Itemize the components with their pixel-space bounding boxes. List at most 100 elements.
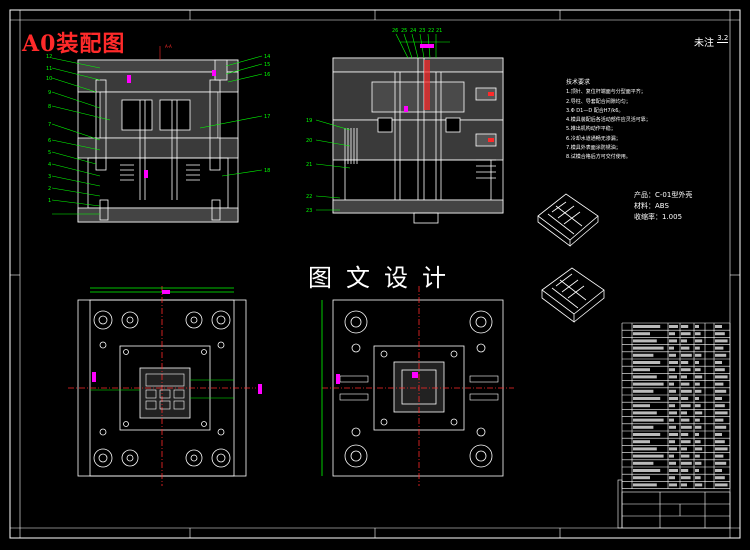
bom-cell-text — [695, 332, 701, 336]
bom-cell-text — [695, 440, 701, 444]
roughness-label: 未注 — [694, 38, 714, 49]
bom-cell-text — [681, 447, 687, 451]
bom-cell-text — [681, 411, 687, 415]
bom-cell-text — [669, 346, 674, 350]
bom-cell-text — [695, 397, 699, 400]
bom-cell-text — [633, 440, 650, 444]
bom-cell-text — [633, 382, 664, 386]
svg-text:8: 8 — [48, 104, 51, 110]
title-block — [621, 491, 731, 529]
bom-cell-text — [715, 476, 725, 480]
svg-text:7: 7 — [48, 122, 51, 128]
surface-roughness-note: 未注 3.2 — [694, 34, 729, 49]
bom-cell-text — [715, 411, 728, 415]
bom-cell-text — [633, 404, 650, 408]
bom-cell-text — [633, 483, 657, 487]
bom-cell-text — [633, 447, 657, 451]
bom-cell-text — [669, 332, 675, 336]
watermark-text: 图文设计 — [308, 264, 460, 292]
bom-cell-text — [695, 461, 702, 465]
bom-cell-text — [681, 469, 689, 472]
svg-text:6: 6 — [48, 138, 51, 144]
bom-cell-text — [669, 440, 675, 444]
bom-cell-text — [715, 325, 722, 328]
bom-cell-text — [681, 346, 690, 350]
bom-cell-text — [715, 346, 724, 350]
svg-text:21: 21 — [436, 28, 442, 34]
bom-cell-text — [681, 418, 690, 422]
svg-text:14: 14 — [264, 54, 270, 60]
svg-text:19: 19 — [306, 118, 312, 124]
svg-text:A-A: A-A — [165, 44, 172, 49]
bom-cell-text — [715, 454, 724, 458]
bom-cell-text — [681, 440, 691, 444]
svg-text:24: 24 — [410, 28, 416, 34]
bom-cell-text — [695, 361, 699, 364]
product-name: 产品：C-01型外壳 — [634, 191, 693, 199]
bom-cell-text — [715, 353, 727, 357]
bom-table — [621, 322, 731, 489]
bom-cell-text — [669, 469, 678, 472]
bom-cell-text — [715, 397, 722, 400]
bom-cell-text — [633, 433, 661, 436]
bom-cell-text — [695, 325, 699, 328]
svg-text:15: 15 — [264, 62, 270, 68]
bom-cell-text — [681, 461, 692, 465]
product-material: 材料：ABS — [634, 202, 669, 210]
bom-cell-text — [669, 382, 674, 386]
bom-cell-text — [633, 325, 661, 328]
bom-cell-text — [633, 375, 657, 379]
bom-cell-text — [633, 389, 654, 393]
notes-line: 4.模具装配后各活动部件应灵活可靠； — [566, 117, 651, 124]
svg-text:17: 17 — [264, 114, 270, 120]
product-isometric-1 — [537, 193, 599, 247]
svg-text:9: 9 — [48, 90, 51, 96]
bom-cell-text — [695, 368, 701, 372]
roughness-value: 3.2 — [717, 34, 729, 43]
bom-cell-text — [715, 425, 727, 429]
bom-cell-text — [681, 353, 692, 357]
bom-cell-text — [669, 461, 676, 465]
notes-heading: 技术要求 — [566, 79, 591, 86]
bom-cell-text — [695, 411, 703, 415]
bom-cell-text — [669, 368, 675, 372]
bom-cell-text — [633, 476, 650, 480]
bom-cell-text — [681, 454, 690, 458]
product-info: 产品：C-01型外壳 材料：ABS 收缩率：1.005 — [634, 190, 692, 223]
bom-cell-text — [633, 461, 654, 465]
svg-text:5: 5 — [48, 150, 51, 156]
svg-text:20: 20 — [306, 138, 312, 144]
bom-cell-text — [669, 397, 678, 400]
notes-line: 5.推出机构动作平稳； — [566, 126, 616, 133]
bom-cell-text — [633, 469, 661, 472]
bom-cell-text — [715, 361, 722, 364]
bom-cell-text — [715, 440, 725, 444]
svg-text:11: 11 — [46, 66, 52, 72]
notes-line: 6.冷却水道通畅无渗漏； — [566, 135, 621, 142]
bom-cell-text — [681, 397, 689, 400]
bom-cell-text — [695, 404, 701, 408]
svg-text:16: 16 — [264, 72, 270, 78]
bom-cell-text — [669, 418, 674, 422]
bom-cell-text — [715, 483, 728, 487]
svg-text:21: 21 — [306, 162, 312, 168]
plan-view-keypad-cavity — [145, 373, 185, 410]
svg-text:2: 2 — [48, 186, 51, 192]
bom-cell-text — [633, 361, 661, 364]
plan-view-moving-half — [68, 286, 256, 486]
svg-text:23: 23 — [419, 28, 425, 34]
bom-cell-text — [715, 404, 725, 408]
bom-cell-text — [695, 483, 703, 487]
plan-view-holes-left — [93, 310, 231, 468]
bom-cell-text — [669, 447, 677, 451]
bom-cell-text — [669, 353, 676, 357]
bom-cell-text — [715, 469, 722, 472]
bom-cell-text — [695, 389, 702, 393]
title-block-left — [617, 479, 623, 529]
svg-text:18: 18 — [264, 168, 270, 174]
bom-cell-text — [681, 368, 691, 372]
bom-cell-text — [633, 418, 664, 422]
svg-text:12: 12 — [46, 54, 52, 60]
bom-cell-text — [695, 433, 699, 436]
bom-cell-text — [715, 368, 725, 372]
